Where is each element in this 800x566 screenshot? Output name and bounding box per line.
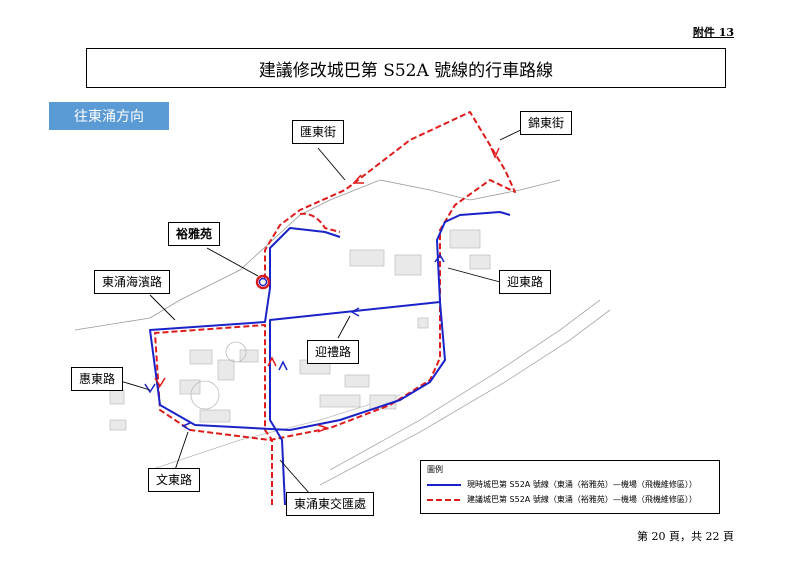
arrow-red bbox=[267, 356, 277, 367]
label-tung-chung-waterfront-road: 東涌海濱路 bbox=[94, 270, 171, 294]
annex-label: 附件 13 bbox=[692, 26, 734, 39]
expressway-edge-2 bbox=[319, 309, 611, 486]
route-arrows bbox=[144, 147, 500, 433]
label-yu-nga-court: 裕雅苑 bbox=[168, 222, 221, 246]
label-ying-tung-road: 迎東路 bbox=[499, 270, 552, 294]
building-blocks bbox=[109, 229, 491, 431]
label-kam-tung-street: 錦東街 bbox=[520, 111, 573, 135]
label-ying-wong-road: 迎禮路 bbox=[307, 340, 360, 364]
base-map bbox=[74, 179, 611, 486]
leader-wui-tung bbox=[317, 147, 346, 181]
proposed-route bbox=[154, 111, 516, 505]
page-number: 第 20 頁，共 22 頁 bbox=[637, 530, 734, 543]
terminus-marker bbox=[255, 274, 271, 290]
arrow-blue bbox=[434, 253, 445, 263]
page-title: 建議修改城巴第 S52A 號線的行車路線 bbox=[86, 48, 726, 88]
legend-title: 圖例 bbox=[427, 465, 443, 474]
expressway-edge-1 bbox=[329, 299, 601, 471]
existing-route-east bbox=[436, 211, 511, 303]
legend-existing-label: 現時城巴第 S52A 號線（東涌（裕雅苑）—機場（飛機維修區）） bbox=[467, 480, 697, 489]
direction-tag: 往東涌方向 bbox=[49, 102, 169, 130]
label-man-tung-road: 文東路 bbox=[148, 468, 201, 492]
arrow-blue bbox=[144, 383, 156, 394]
label-tung-chung-east-interchange: 東涌東交匯處 bbox=[286, 492, 375, 516]
existing-route-main bbox=[149, 227, 446, 506]
arrow-blue bbox=[181, 422, 191, 431]
label-wai-tung-road: 惠東路 bbox=[71, 367, 124, 391]
legend-row-proposed: 建議城巴第 S52A 號線（東涌（裕雅苑）—機場（飛機維修區）） bbox=[427, 494, 713, 505]
legend-line-proposed-icon bbox=[427, 498, 461, 501]
leader-lines bbox=[116, 127, 526, 495]
proposed-route-main bbox=[154, 111, 516, 505]
leader-waterfront bbox=[149, 294, 176, 321]
roundabout-marker bbox=[190, 380, 220, 410]
arrow-blue bbox=[350, 307, 360, 317]
arrow-red bbox=[154, 377, 166, 388]
legend-row-existing: 現時城巴第 S52A 號線（東涌（裕雅苑）—機場（飛機維修區）） bbox=[427, 479, 713, 490]
arrow-red bbox=[352, 174, 364, 184]
legend-line-existing-icon bbox=[427, 483, 461, 486]
coastline bbox=[74, 179, 561, 331]
arrow-red bbox=[490, 147, 500, 159]
roundabout-marker bbox=[225, 341, 247, 363]
leader-ying-wong bbox=[337, 315, 351, 339]
leader-yu-nga bbox=[206, 247, 259, 277]
leader-interchange bbox=[279, 459, 311, 495]
label-wui-tung-street: 匯東街 bbox=[292, 120, 345, 144]
arrow-red bbox=[317, 424, 330, 433]
map-legend: 圖例 現時城巴第 S52A 號線（東涌（裕雅苑）—機場（飛機維修區）） 建議城巴… bbox=[420, 460, 720, 514]
proposed-route-spur bbox=[299, 212, 341, 233]
leader-ying-tung bbox=[447, 267, 501, 283]
terminus-marker-inner bbox=[258, 277, 268, 287]
legend-proposed-label: 建議城巴第 S52A 號線（東涌（裕雅苑）—機場（飛機維修區）） bbox=[467, 495, 697, 504]
arrow-blue bbox=[278, 360, 288, 371]
leader-man-tung bbox=[174, 431, 189, 471]
existing-route bbox=[149, 211, 511, 506]
